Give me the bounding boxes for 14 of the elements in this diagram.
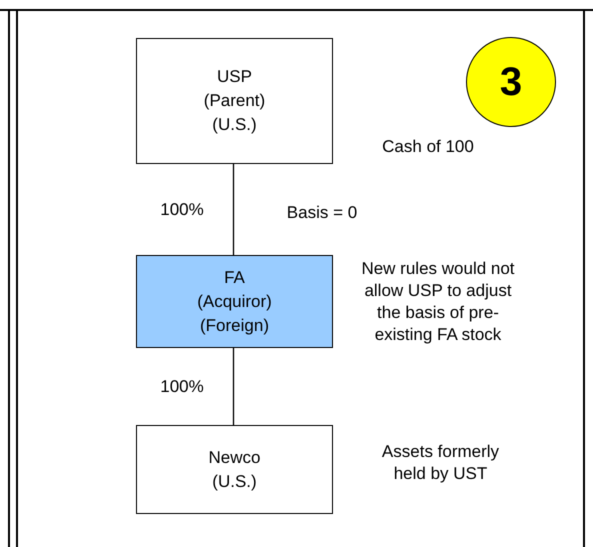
edge-label: 100%: [159, 198, 205, 220]
entity-box: [136, 38, 333, 164]
ownership-line: [232, 348, 234, 425]
edge-label: 100%: [159, 376, 205, 398]
entity-box: [136, 425, 333, 514]
ownership-line: [232, 164, 234, 255]
entity-box: [136, 255, 333, 348]
entity-name: USP (Parent) (U.S.): [202, 66, 266, 136]
basis-note: Basis = 0: [286, 202, 358, 224]
entity-name: Newco (U.S.): [208, 446, 262, 492]
cash-note: Cash of 100: [381, 136, 475, 158]
entity-name: FA (Acquiror) (Foreign): [196, 266, 273, 336]
note-text: Assets formerly held by UST: [380, 441, 500, 485]
note-text: New rules would not allow USP to adjust the basis of pre-existing FA stock: [360, 258, 516, 346]
